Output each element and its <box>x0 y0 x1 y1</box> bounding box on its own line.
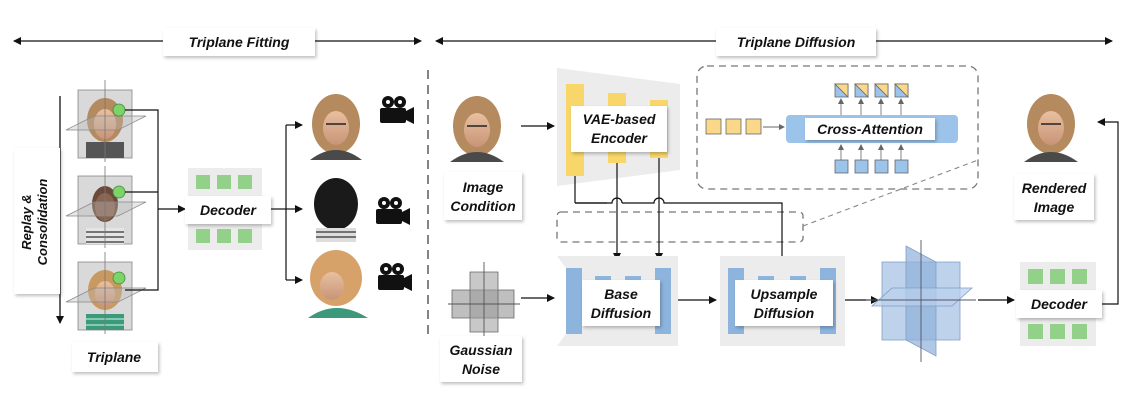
view-2 <box>314 178 358 242</box>
camera-icon <box>376 197 410 225</box>
gaussian-noise: Gaussian Noise <box>440 262 522 382</box>
rendered-image: Rendered Image <box>1014 94 1094 220</box>
fitting-title: Triplane Fitting <box>189 34 290 50</box>
svg-text:Image: Image <box>1034 199 1075 215</box>
replay-line1: Replay & <box>19 194 34 250</box>
image-condition: Image Condition <box>444 96 522 220</box>
vae-encoder: VAE-based Encoder <box>557 68 680 186</box>
svg-text:Triplane: Triplane <box>87 349 141 365</box>
svg-text:Diffusion: Diffusion <box>591 305 651 321</box>
fitting-header: Triplane Fitting <box>13 28 422 56</box>
rendered-views <box>308 94 414 318</box>
decoder-left: Decoder <box>185 168 271 250</box>
svg-text:Base: Base <box>604 286 638 302</box>
svg-text:Cross-Attention: Cross-Attention <box>817 121 923 137</box>
svg-text:Diffusion: Diffusion <box>754 305 814 321</box>
triplane-label: Triplane <box>72 342 158 372</box>
svg-text:Condition: Condition <box>450 198 515 214</box>
svg-text:Rendered: Rendered <box>1022 180 1087 196</box>
replay-label: Replay & Consolidation <box>14 148 60 294</box>
decoder-right: Decoder <box>1016 262 1102 346</box>
camera-icon <box>380 96 414 124</box>
replay-line2: Consolidation <box>35 179 50 266</box>
view-1 <box>310 94 362 160</box>
svg-text:Gaussian: Gaussian <box>449 342 512 358</box>
decoder-right-label: Decoder <box>1031 296 1089 312</box>
attention-highlight <box>556 211 804 243</box>
svg-text:VAE-based: VAE-based <box>583 111 656 127</box>
svg-text:Encoder: Encoder <box>591 130 649 146</box>
camera-icon <box>378 263 412 291</box>
base-diffusion: Base Diffusion <box>557 256 678 346</box>
svg-text:Image: Image <box>463 179 504 195</box>
output-triplane <box>866 240 976 362</box>
triplane-stack <box>65 80 147 334</box>
svg-text:Upsample: Upsample <box>751 286 818 302</box>
triplane-item-1 <box>65 80 147 162</box>
triplane-to-decoder <box>125 109 186 291</box>
upsample-diffusion: Upsample Diffusion <box>720 256 845 346</box>
view-3 <box>308 250 368 318</box>
decoder-to-views <box>271 121 303 284</box>
triplane-item-2 <box>65 166 147 248</box>
diffusion-title: Triplane Diffusion <box>737 34 856 50</box>
triplane-item-3 <box>65 252 147 334</box>
svg-text:Noise: Noise <box>462 361 500 377</box>
diffusion-header: Triplane Diffusion <box>435 28 1113 56</box>
decoder-left-label: Decoder <box>200 202 258 218</box>
encoder-to-diffusion <box>574 158 786 271</box>
cross-attention-panel: Cross-Attention <box>696 65 979 190</box>
